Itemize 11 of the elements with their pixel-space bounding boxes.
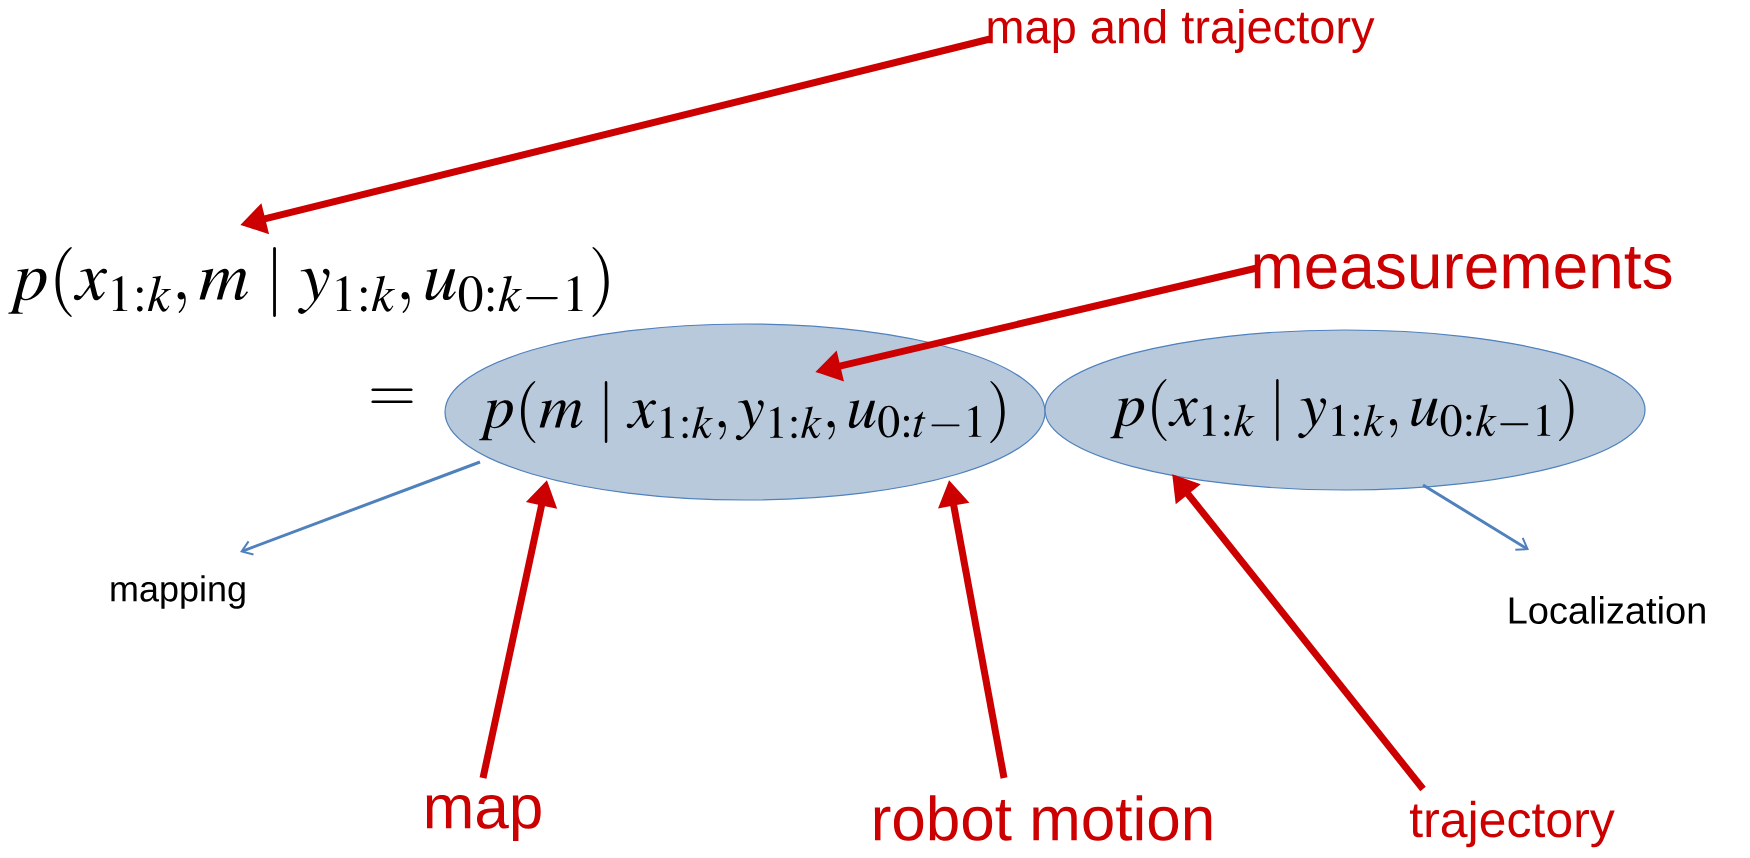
arrow-label: map and trajectory bbox=[988, 9, 1375, 53]
arrow bbox=[1422, 483, 1529, 551]
arrow-label: Localization bbox=[1509, 596, 1705, 624]
arrow-label: robot motion bbox=[874, 795, 1212, 841]
formula: $p(x_{1:k}, m \mid y_{1:k}, u_{0:k-1})$ bbox=[8, 247, 609, 317]
arrow-label: map bbox=[426, 794, 541, 842]
arrow bbox=[240, 460, 481, 556]
arrow-label: trajectory bbox=[1409, 800, 1615, 848]
arrow-label: mapping bbox=[111, 575, 245, 609]
arrow-label: measurements bbox=[1254, 247, 1672, 289]
equals-sign: $=$ bbox=[371, 388, 413, 404]
